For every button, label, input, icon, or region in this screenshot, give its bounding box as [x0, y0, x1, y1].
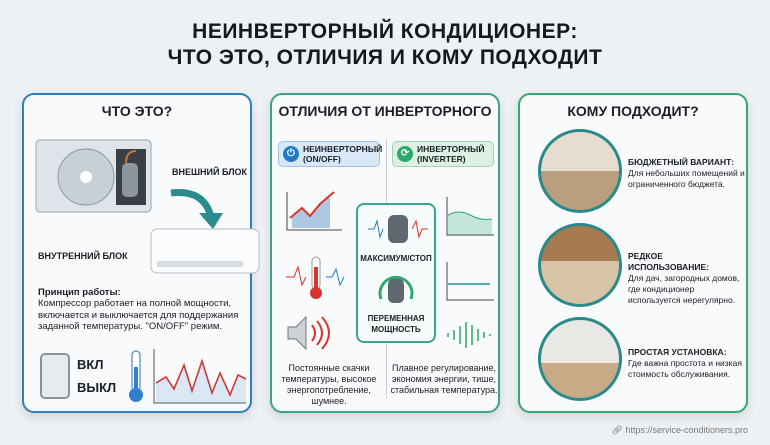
item-title: РЕДКОЕ ИСПОЛЬЗОВАНИЕ: [628, 251, 710, 272]
bedroom-image [538, 129, 622, 213]
indoor-unit-icon [150, 228, 260, 274]
panel-what-is-it: ЧТО ЭТО? ВНЕШНИЙ БЛОК ВНУТРЕННИЙ БЛОК Пр… [22, 93, 260, 413]
tag-non-inverter: ⏻ НЕИНВЕРТОРНЫЙ (ON/OFF) [278, 141, 383, 167]
outdoor-unit-icon [35, 139, 152, 213]
rising-chart-icon [286, 191, 342, 231]
max-stop-label: МАКСИМУМ/СТОП [360, 254, 432, 263]
tag-inverter: ⟳ ИНВЕРТОРНЫЙ (INVERTER) [392, 141, 494, 167]
quiet-soundwave-icon [447, 322, 491, 348]
power-icon: ⏻ [283, 146, 299, 162]
panel-differences: ОТЛИЧИЯ ОТ ИНВЕРТОРНОГО ⏻ НЕИНВЕРТОРНЫЙ … [270, 93, 500, 413]
panel-heading: ЧТО ЭТО? [101, 103, 173, 119]
principle-text: Компрессор работает на полной мощности, … [38, 298, 239, 332]
item-title: БЮДЖЕТНЫЙ ВАРИАНТ: [628, 157, 735, 167]
panel-heading: ОТЛИЧИЯ ОТ ИНВЕРТОРНОГО [278, 103, 492, 119]
footer-url-text: https://service-conditioners.pro [625, 425, 748, 435]
title-line-1: НЕИНВЕРТОРНЫЙ КОНДИЦИОНЕР: [192, 20, 578, 43]
indoor-unit-label: ВНУТРЕННИЙ БЛОК [38, 251, 128, 261]
item-text: Где важна простота и низкая стоимость об… [628, 358, 742, 379]
outdoor-unit-label: ВНЕШНИЙ БЛОК [172, 167, 248, 177]
item-text: Для небольших помещений и ограниченного … [628, 168, 745, 189]
loud-speaker-icon [287, 315, 330, 351]
variable-power-label: ПЕРЕМЕННАЯ МОЩНОСТЬ [367, 314, 425, 334]
thermometer-spikes-icon [286, 256, 345, 299]
compressor-icon [368, 215, 428, 243]
inverter-caption: Плавное регулирование, экономия энергии,… [390, 363, 498, 395]
non-inverter-caption: Постоянные скачки температуры, высокое э… [281, 363, 377, 406]
off-label: ВЫКЛ [77, 380, 117, 395]
variable-compressor-icon [378, 276, 414, 303]
smooth-chart-icon [446, 197, 494, 236]
arrow-icon [170, 189, 223, 229]
footer-url[interactable]: 🔗︎ https://service-conditioners.pro [612, 425, 749, 436]
panel-who-is-it-for: КОМУ ПОДХОДИТ? БЮДЖЕТНЫЙ ВАРИАНТ:Для неб… [518, 93, 748, 413]
tag-inverter-label: ИНВЕРТОРНЫЙ (INVERTER) [417, 144, 485, 164]
suitability-item: РЕДКОЕ ИСПОЛЬЗОВАНИЕ:Для дач, загородных… [628, 251, 746, 306]
compressor-box: МАКСИМУМ/СТОП ПЕРЕМЕННАЯ МОЩНОСТЬ [356, 203, 436, 343]
temperature-chart-icon [129, 349, 247, 404]
item-text: Для дач, загородных домов, где кондицион… [628, 273, 740, 305]
panel-heading: КОМУ ПОДХОДИТ? [567, 103, 699, 119]
tag-non-inverter-label: НЕИНВЕРТОРНЫЙ (ON/OFF) [303, 144, 383, 164]
principle-title: Принцип работы: [38, 287, 121, 298]
link-icon: 🔗︎ [611, 425, 626, 435]
title-line-2: ЧТО ЭТО, ОТЛИЧИЯ И КОМУ ПОДХОДИТ [167, 46, 603, 69]
stable-temperature-chart-icon [446, 262, 494, 301]
suitability-item: ПРОСТАЯ УСТАНОВКА:Где важна простота и н… [628, 347, 746, 380]
suitability-item: БЮДЖЕТНЫЙ ВАРИАНТ:Для небольших помещени… [628, 157, 746, 190]
office-image [538, 317, 622, 401]
country-house-image [538, 223, 622, 307]
item-title: ПРОСТАЯ УСТАНОВКА: [628, 347, 727, 357]
eco-icon: ⟳ [397, 146, 413, 162]
on-label: ВКЛ [77, 357, 104, 372]
on-off-switch [40, 353, 70, 399]
